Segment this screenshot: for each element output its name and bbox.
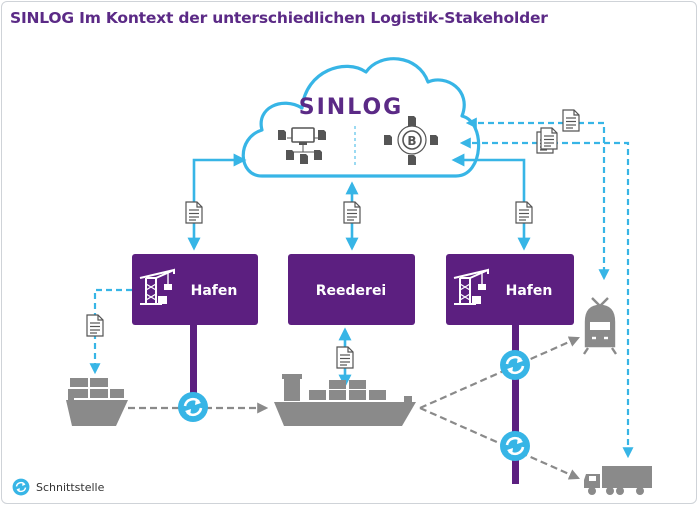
port-to-ship-link xyxy=(89,288,132,375)
computer-network-icon xyxy=(278,127,326,164)
interface-sync-icon xyxy=(498,348,532,382)
cloud-title: SINLOG xyxy=(299,95,403,120)
truck-icon xyxy=(584,466,652,495)
document-icon xyxy=(562,109,580,132)
cargo-ship-small-icon xyxy=(66,378,128,426)
port-right-pole xyxy=(512,324,519,484)
document-icon xyxy=(86,314,104,337)
container-ship-icon xyxy=(274,374,416,426)
shipping-company-label: Reederei xyxy=(316,283,387,299)
document-icon xyxy=(515,201,533,224)
interface-sync-icon xyxy=(176,390,210,424)
train-icon xyxy=(583,297,617,355)
document-icon xyxy=(185,201,203,224)
sync-arrows-icon xyxy=(12,478,30,496)
svg-text:B: B xyxy=(407,134,416,148)
port-right-node: Hafen xyxy=(446,254,574,325)
port-left-pole xyxy=(190,324,197,420)
legend-label: Schnittstelle xyxy=(36,480,105,494)
document-icon xyxy=(343,201,361,224)
shipping-company-node: Reederei xyxy=(288,254,415,325)
port-right-label: Hafen xyxy=(506,283,553,299)
bitcoin-hub-icon: B xyxy=(384,116,438,165)
diagram-title: SINLOG Im Kontext der unterschiedlichen … xyxy=(10,9,548,27)
interface-sync-icon xyxy=(498,429,532,463)
port-left-label: Hafen xyxy=(191,283,238,299)
legend: Schnittstelle xyxy=(12,478,104,496)
port-left-node: Hafen xyxy=(132,254,258,325)
document-icon xyxy=(336,346,354,369)
